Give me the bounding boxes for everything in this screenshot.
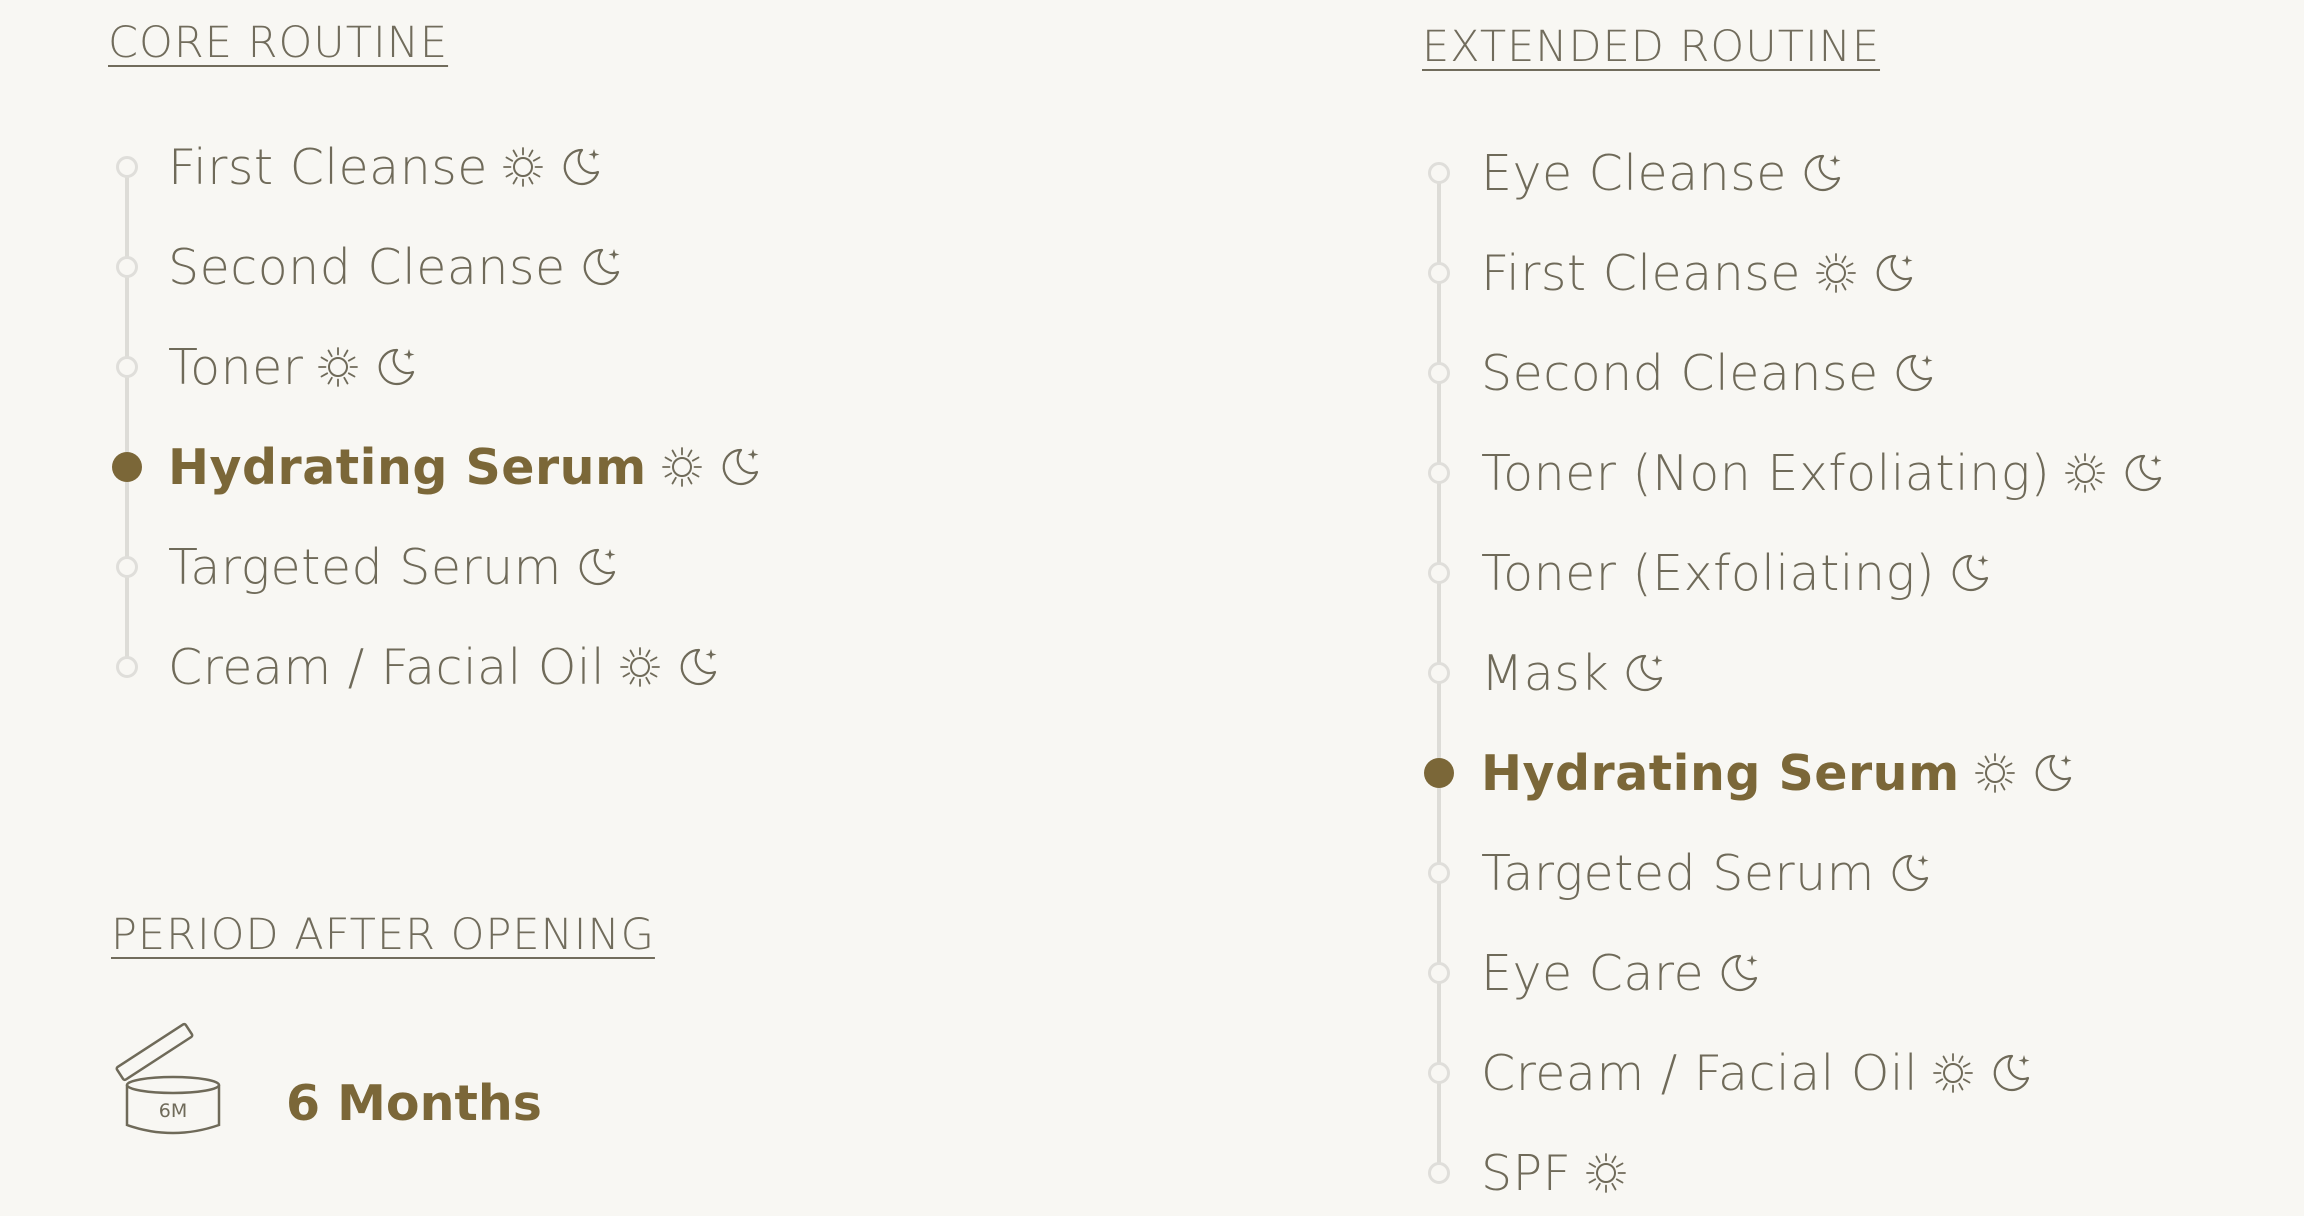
sun-icon <box>1583 1150 1629 1196</box>
routine-step-label: Mask <box>1481 644 1610 702</box>
routine-step[interactable]: Cream / Facial Oil <box>168 637 721 697</box>
timeline-dot <box>1428 462 1450 484</box>
routine-step-label: Second Cleanse <box>1481 344 1879 402</box>
routine-step[interactable]: Second Cleanse <box>1481 343 1937 403</box>
sun-icon <box>2062 450 2108 496</box>
routine-step-label: Toner (Non Exfoliating) <box>1481 444 2051 502</box>
sun-icon <box>1930 1050 1976 1096</box>
moon-icon <box>1716 950 1762 996</box>
timeline-dot <box>1428 662 1450 684</box>
timeline-dot <box>1428 262 1450 284</box>
routine-step[interactable]: Hydrating Serum <box>168 437 763 497</box>
core-routine-section: CORE ROUTINE First Cleanse Second Cleans… <box>0 0 1100 760</box>
timeline-dot <box>1428 1062 1450 1084</box>
timeline-dot <box>116 556 138 578</box>
timeline-dot <box>1428 562 1450 584</box>
sun-icon <box>617 644 663 690</box>
routine-step-label: First Cleanse <box>1481 244 1801 302</box>
routine-step-label: Targeted Serum <box>1481 844 1875 902</box>
sun-icon <box>1813 250 1859 296</box>
moon-icon <box>558 144 604 190</box>
moon-icon <box>578 244 624 290</box>
routine-step-label: Targeted Serum <box>168 538 562 596</box>
routine-step[interactable]: Eye Cleanse <box>1481 143 1845 203</box>
timeline-dot <box>116 356 138 378</box>
routine-step[interactable]: Toner (Non Exfoliating) <box>1481 443 2166 503</box>
routine-step[interactable]: Mask <box>1481 643 1667 703</box>
moon-icon <box>574 544 620 590</box>
routine-step-label: Eye Care <box>1481 944 1705 1002</box>
timeline-dot <box>1428 1162 1450 1184</box>
jar-label: 6M <box>159 1100 187 1122</box>
extended-routine-title: EXTENDED ROUTINE <box>1422 22 1881 72</box>
sun-icon <box>659 444 705 490</box>
routine-step-label: First Cleanse <box>168 138 488 196</box>
timeline-dot <box>1428 962 1450 984</box>
timeline-line <box>125 167 129 667</box>
moon-icon <box>1621 650 1667 696</box>
timeline-dot <box>116 256 138 278</box>
routine-step[interactable]: Targeted Serum <box>168 537 620 597</box>
moon-icon <box>717 444 763 490</box>
routine-step-label: Eye Cleanse <box>1481 144 1787 202</box>
routine-step[interactable]: First Cleanse <box>168 137 604 197</box>
routine-step-label: Toner (Exfoliating) <box>1481 544 1935 602</box>
pao-value: 6 Months <box>286 1075 542 1132</box>
routine-step[interactable]: First Cleanse <box>1481 243 1917 303</box>
moon-icon <box>1871 250 1917 296</box>
moon-icon <box>1887 850 1933 896</box>
sun-icon <box>500 144 546 190</box>
moon-icon <box>2030 750 2076 796</box>
period-after-opening-section: PERIOD AFTER OPENING 6M 6 Months <box>0 0 800 1216</box>
moon-icon <box>1799 150 1845 196</box>
moon-icon <box>675 644 721 690</box>
routine-step[interactable]: Second Cleanse <box>168 237 624 297</box>
routine-step[interactable]: Toner (Exfoliating) <box>1481 543 1993 603</box>
routine-step[interactable]: Hydrating Serum <box>1481 743 2076 803</box>
moon-icon <box>1988 1050 2034 1096</box>
routine-step-label: Second Cleanse <box>168 238 566 296</box>
routine-step[interactable]: Cream / Facial Oil <box>1481 1043 2034 1103</box>
sun-icon <box>315 344 361 390</box>
pao-title: PERIOD AFTER OPENING <box>111 910 655 960</box>
routine-step[interactable]: Toner <box>168 337 419 397</box>
sun-icon <box>1972 750 2018 796</box>
routine-step-label: Cream / Facial Oil <box>168 638 606 696</box>
moon-icon <box>1891 350 1937 396</box>
open-jar-icon: 6M <box>110 1004 225 1139</box>
moon-icon <box>373 344 419 390</box>
timeline-dot-active <box>112 452 142 482</box>
routine-step[interactable]: Eye Care <box>1481 943 1762 1003</box>
routine-step-label: Cream / Facial Oil <box>1481 1044 1919 1102</box>
moon-icon <box>2120 450 2166 496</box>
routine-step-label: SPF <box>1481 1144 1572 1202</box>
timeline-dot-active <box>1424 758 1454 788</box>
core-routine-title: CORE ROUTINE <box>108 18 449 68</box>
routine-step-label: Hydrating Serum <box>1481 744 1960 802</box>
timeline-dot <box>1428 362 1450 384</box>
routine-step[interactable]: Targeted Serum <box>1481 843 1933 903</box>
timeline-dot <box>1428 162 1450 184</box>
routine-step[interactable]: SPF <box>1481 1143 1629 1203</box>
routine-step-label: Hydrating Serum <box>168 438 647 496</box>
moon-icon <box>1947 550 1993 596</box>
timeline-dot <box>1428 862 1450 884</box>
routine-step-label: Toner <box>168 338 304 396</box>
timeline-dot <box>116 656 138 678</box>
timeline-dot <box>116 156 138 178</box>
